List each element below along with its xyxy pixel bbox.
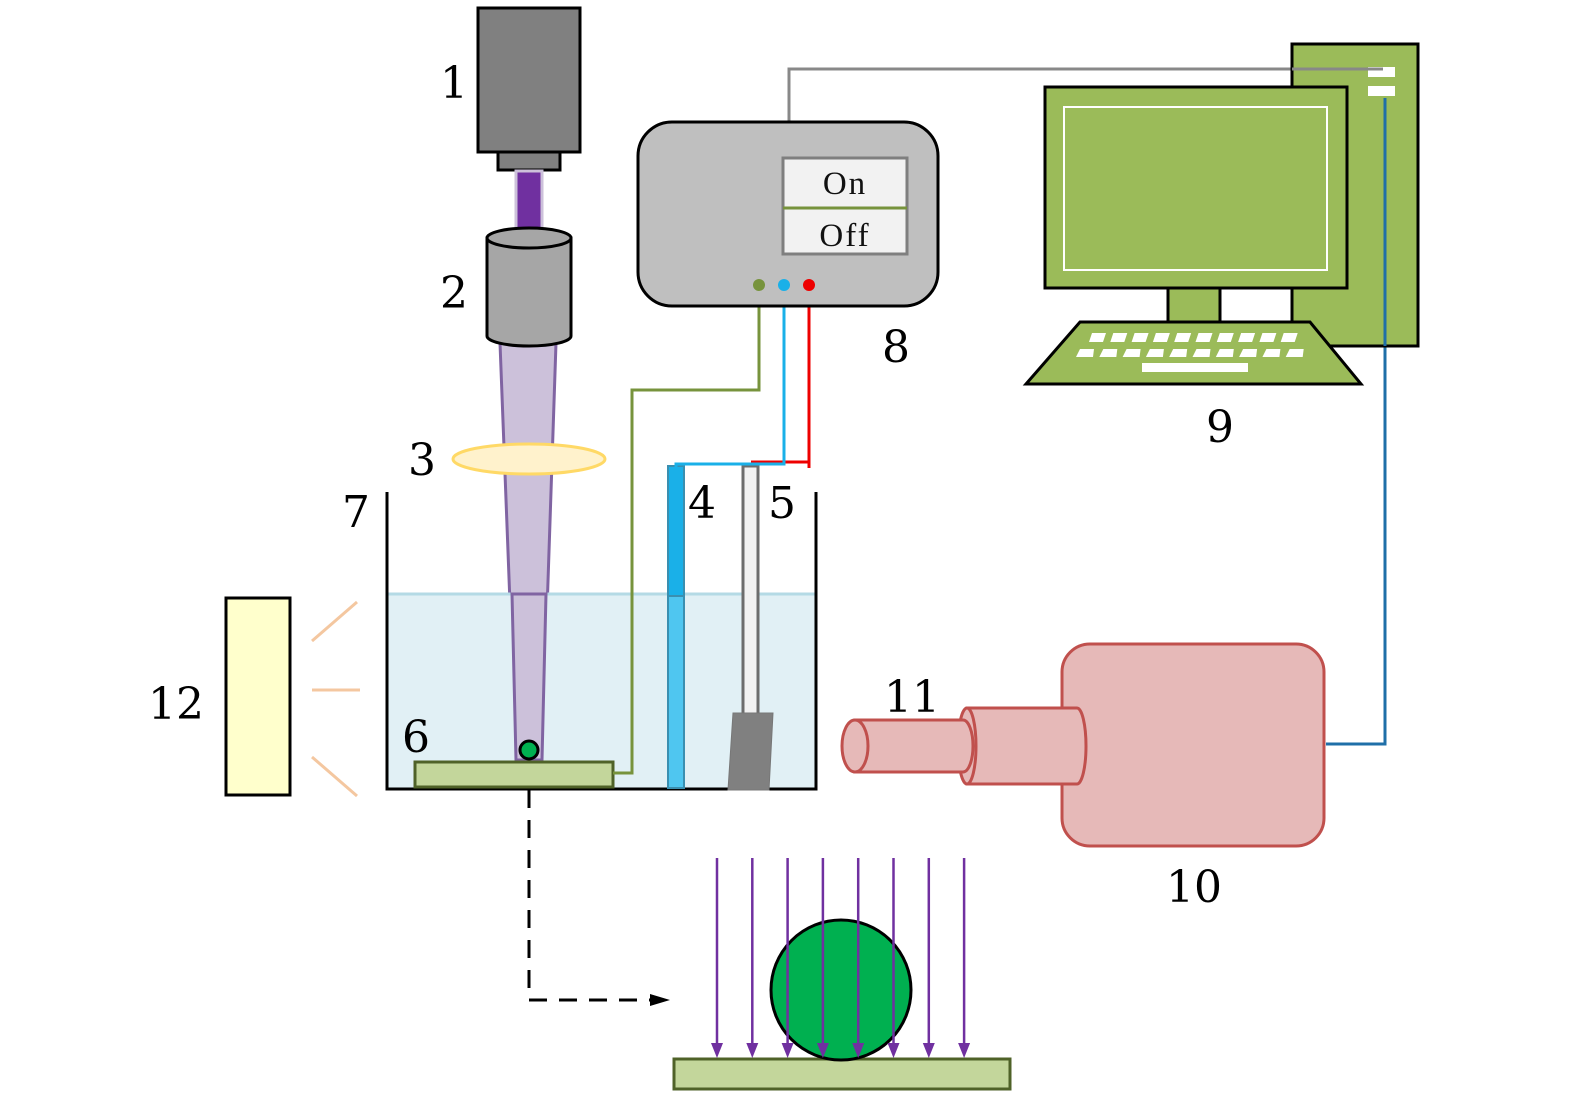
illumination-arrow (746, 858, 759, 1058)
label-9: 9 (1206, 402, 1234, 453)
drive-bay-1 (1368, 67, 1395, 77)
monitor-screen (1063, 106, 1328, 271)
monitor-stand (1166, 286, 1222, 324)
inset-substrate (672, 1057, 1012, 1091)
key (1152, 333, 1170, 342)
label-12: 12 (148, 679, 204, 730)
lamp (224, 596, 292, 797)
computer (1022, 42, 1420, 386)
key (1192, 349, 1211, 357)
illumination-arrow (958, 858, 971, 1058)
camera-lens-large (965, 706, 1088, 786)
drive-bay-2 (1368, 86, 1395, 96)
monitor (1043, 85, 1349, 290)
wire-green (613, 285, 761, 775)
tank-walls (385, 492, 818, 791)
focusing-lens (451, 442, 607, 476)
substrate (413, 760, 615, 789)
key (1215, 349, 1234, 357)
illumination-arrows (711, 858, 971, 1058)
zoom-arrow (527, 790, 655, 1002)
electrode-gray (727, 464, 774, 791)
keyboard (1022, 320, 1365, 386)
label-2: 2 (440, 268, 468, 319)
key (1099, 349, 1118, 357)
key (1195, 333, 1213, 342)
key (1285, 349, 1304, 357)
switch-off-label[interactable]: Off (819, 218, 870, 254)
label-7: 7 (342, 487, 370, 538)
key (1280, 333, 1298, 342)
light-source (476, 6, 582, 172)
spacebar (1142, 363, 1248, 372)
light-beam-submerged (510, 592, 548, 762)
key (1216, 333, 1234, 342)
controller-pc-cable (787, 67, 1383, 123)
label-11: 11 (884, 672, 940, 723)
key (1239, 349, 1258, 357)
illumination-arrow (816, 858, 829, 1058)
camera (840, 642, 1326, 848)
terminal-green (753, 279, 765, 291)
key (1262, 349, 1281, 357)
illumination-arrow (852, 858, 865, 1058)
illumination-arrow (781, 858, 794, 1058)
label-3: 3 (408, 435, 436, 486)
label-1: 1 (440, 58, 468, 109)
terminal-blue (778, 279, 790, 291)
camera-body (1060, 642, 1326, 848)
objective-lens (485, 226, 573, 348)
key (1238, 333, 1256, 342)
light-guide (514, 169, 544, 235)
camera-lens-front (840, 718, 870, 774)
key (1131, 333, 1149, 342)
keyboard-keys (1076, 333, 1304, 372)
wire-blue (674, 285, 786, 468)
inset-particle (769, 918, 913, 1062)
lamp-rays (311, 600, 360, 798)
key (1110, 333, 1128, 342)
label-4: 4 (688, 478, 716, 529)
key (1259, 333, 1277, 342)
on-off-switch[interactable]: On Off (781, 156, 909, 256)
illumination-arrow (887, 858, 900, 1058)
label-10: 10 (1166, 862, 1222, 913)
label-5: 5 (768, 478, 796, 529)
label-6: 6 (402, 712, 430, 763)
key (1089, 333, 1106, 342)
label-8: 8 (882, 322, 910, 373)
illumination-arrow (922, 858, 935, 1058)
particle (518, 739, 540, 761)
key (1145, 349, 1164, 357)
camera-lens-small (853, 718, 975, 774)
key (1174, 333, 1192, 342)
terminal-red (803, 279, 815, 291)
illumination-arrow (711, 858, 723, 1058)
key (1169, 349, 1188, 357)
switch-on-label[interactable]: On (823, 166, 867, 202)
electrode-blue-submerged (667, 595, 685, 789)
key (1076, 349, 1094, 357)
zoom-arrow-head (650, 994, 670, 1006)
key (1122, 349, 1141, 357)
